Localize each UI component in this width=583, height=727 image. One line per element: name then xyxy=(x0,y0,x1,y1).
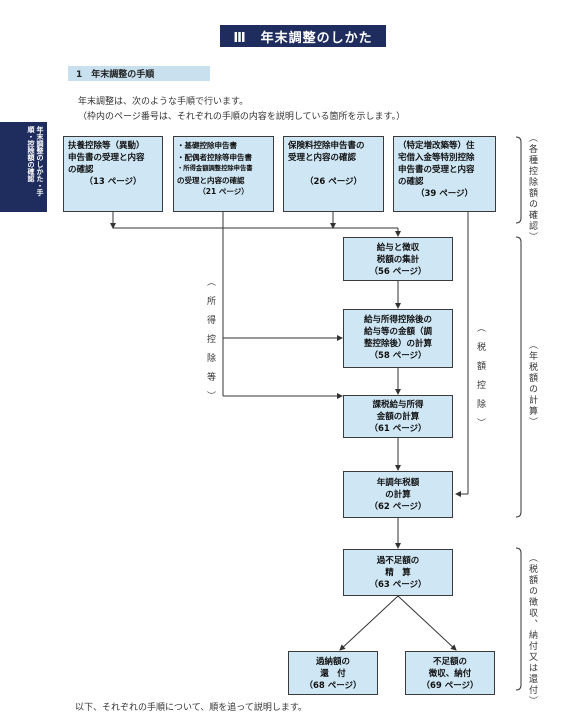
box-page-ref: （56 ページ） xyxy=(369,267,427,277)
box-line: 給与所得控除後の xyxy=(363,315,432,325)
box-line: 不足額の xyxy=(432,657,467,667)
box-line: 徴収、納付 xyxy=(428,669,472,679)
box-line: 給与等の金額（調 xyxy=(363,327,432,337)
box-page-ref: （21 ページ） xyxy=(198,187,249,196)
side-index-tab: 年末調整のしかた・手順・控除額の確認 xyxy=(0,122,47,212)
label-annual-tax-calc: （年税額の計算） xyxy=(527,340,537,428)
box-refund: 過納額の 還 付 （68 ページ） xyxy=(288,651,378,695)
box-line: 過不足額の xyxy=(376,556,420,566)
box-line: の計算 xyxy=(385,490,411,500)
box-spacer xyxy=(288,164,379,176)
box-page-ref: （68 ページ） xyxy=(304,681,362,691)
box-page-ref: （39 ページ） xyxy=(415,189,474,199)
box-line: 還 付 xyxy=(320,669,346,679)
box-line: ・基礎控除申告書 xyxy=(177,141,237,150)
box-line: 申告書の受理と内容 xyxy=(68,153,145,163)
intro-line-1: 年末調整は、次のような手順で行います。 xyxy=(78,97,249,107)
box-line: の確認 xyxy=(68,165,94,175)
box-line: 過納額の xyxy=(315,657,350,667)
section-heading: 1 年末調整の手順 xyxy=(68,66,210,81)
box-line: ・所得金額調整控除申告書 xyxy=(177,165,253,172)
chapter-title: Ⅲ 年末調整のしかた xyxy=(220,25,386,47)
box-dependents-declaration: 扶養控除等（異動） 申告書の受理と内容 の確認 （13 ページ） xyxy=(63,136,163,212)
box-page-ref: （69 ページ） xyxy=(421,681,479,691)
box-insurance-declaration: 保険料控除申告書の 受理と内容の確認 （26 ページ） xyxy=(283,136,384,212)
label-deduction-check: （各種控除額の確認） xyxy=(527,133,537,243)
box-line: （特定増改築等）住 xyxy=(398,141,475,151)
box-collection-payment: 不足額の 徴収、納付 （69 ページ） xyxy=(405,651,495,695)
box-line: 扶養控除等（異動） xyxy=(68,141,145,151)
box-line: 整控除後）の計算 xyxy=(363,339,432,349)
box-page-ref: （62 ページ） xyxy=(369,502,427,512)
intro-line-2: （枠内のページ番号は、それぞれの手順の内容を説明している箇所を示します。） xyxy=(78,112,406,122)
box-line: 保険料控除申告書の xyxy=(288,141,365,151)
box-line: 受理と内容の確認 xyxy=(288,153,357,163)
label-collection-refund: （税額の徴収、納付又は還付） xyxy=(527,553,537,707)
box-settlement: 過不足額の 精 算 （63 ページ） xyxy=(343,549,453,596)
box-taxable-income-calc: 課税給与所得 金額の計算 （61 ページ） xyxy=(343,395,453,438)
box-basic-spouse-declaration: ・基礎控除申告書 ・配偶者控除等申告書 ・所得金額調整控除申告書 の受理と内容の… xyxy=(173,136,274,212)
label-tax-deduction: （税額控除） xyxy=(475,323,485,437)
box-line: 給与と徴収 xyxy=(376,243,420,253)
box-page-ref: （13 ページ） xyxy=(84,177,142,187)
box-line: 申告書の受理と内容 xyxy=(398,165,475,175)
box-line: 課税給与所得 xyxy=(372,400,424,410)
footer-text: 以下、それぞれの手順について、順を追って説明します。 xyxy=(75,703,307,713)
box-page-ref: （63 ページ） xyxy=(369,580,427,590)
box-line: の受理と内容の確認 xyxy=(177,175,245,185)
box-line: 精 算 xyxy=(385,568,411,578)
box-line: 金額の計算 xyxy=(376,412,420,422)
label-income-deduction: （所得控除等） xyxy=(205,277,215,410)
box-line: 年調年税額 xyxy=(376,478,420,488)
box-page-ref: （58 ページ） xyxy=(369,351,427,361)
box-line: 税額の集計 xyxy=(376,255,420,265)
box-page-ref: （26 ページ） xyxy=(304,177,363,187)
box-salary-totaling: 給与と徴収 税額の集計 （56 ページ） xyxy=(343,237,453,281)
box-annual-tax-calc: 年調年税額 の計算 （62 ページ） xyxy=(343,471,453,518)
box-page-ref: （61 ページ） xyxy=(369,424,427,434)
box-line: ・配偶者控除等申告書 xyxy=(177,152,252,162)
box-line: の確認 xyxy=(398,177,424,187)
box-line: 宅借入金等特別控除 xyxy=(398,153,475,163)
box-salary-income-calc: 給与所得控除後の 給与等の金額（調 整控除後）の計算 （58 ページ） xyxy=(343,309,453,368)
box-housing-loan-declaration: （特定増改築等）住 宅借入金等特別控除 申告書の受理と内容 の確認 （39 ペー… xyxy=(393,136,496,212)
